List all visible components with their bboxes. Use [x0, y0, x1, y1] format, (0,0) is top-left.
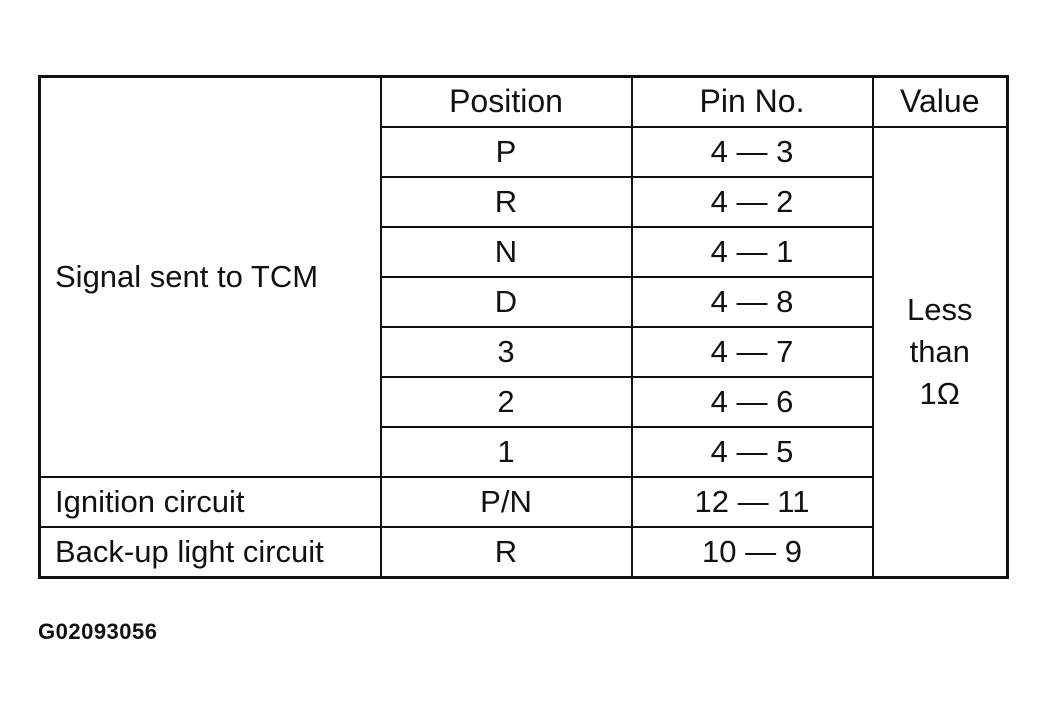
ignition-label-cell: Ignition circuit — [38, 476, 382, 528]
position-cell: R — [379, 176, 633, 228]
signal-label-cell: Signal sent to TCM — [38, 75, 382, 478]
table-row: D 4 — 8 — [40, 276, 1008, 328]
pin-cell: 4 — 1 — [630, 226, 874, 278]
position-cell: P/N — [379, 476, 633, 528]
table-row: R 4 — 2 — [40, 176, 1008, 228]
header-position: Position — [379, 75, 633, 128]
table-row-ignition: Ignition circuit P/N 12 — 11 — [38, 476, 1008, 528]
position-cell: 3 — [379, 326, 633, 378]
position-cell: D — [379, 276, 633, 328]
position-cell: P — [379, 126, 633, 178]
table-header-row: Signal sent to TCM Position Pin No. Valu… — [38, 75, 1009, 478]
position-cell: 1 — [379, 426, 633, 478]
position-cell: 2 — [379, 376, 633, 428]
header-pin-no: Pin No. — [630, 75, 874, 128]
pin-cell: 4 — 3 — [630, 126, 874, 178]
value-line-3: 1Ω — [919, 375, 960, 411]
pin-cell: 4 — 5 — [630, 426, 874, 478]
pin-cell: 4 — 2 — [630, 176, 874, 228]
backup-label-cell: Back-up light circuit — [38, 526, 382, 579]
table-row: P 4 — 3 Less than 1Ω — [40, 126, 1009, 579]
table-row: N 4 — 1 — [40, 226, 1008, 278]
table-row-backup: Back-up light circuit R 10 — 9 — [38, 526, 1008, 579]
table-row: 2 4 — 6 — [40, 376, 1008, 428]
pin-cell: 12 — 11 — [630, 476, 874, 528]
header-value: Value — [871, 75, 1009, 128]
value-line-1: Less — [907, 292, 973, 328]
position-cell: N — [379, 226, 633, 278]
pin-cell: 4 — 7 — [630, 326, 874, 378]
position-cell: R — [379, 526, 633, 579]
switch-continuity-table: Signal sent to TCM Position Pin No. Valu… — [38, 75, 1009, 579]
table-row: 1 4 — 5 — [40, 426, 1008, 478]
table-row: 3 4 — 7 — [40, 326, 1008, 378]
value-line-2: than — [909, 334, 970, 370]
pin-cell: 4 — 6 — [630, 376, 874, 428]
pin-cell: 4 — 8 — [630, 276, 874, 328]
value-cell: Less than 1Ω — [871, 126, 1009, 579]
pin-cell: 10 — 9 — [630, 526, 874, 579]
figure-id: G02093056 — [38, 619, 158, 644]
